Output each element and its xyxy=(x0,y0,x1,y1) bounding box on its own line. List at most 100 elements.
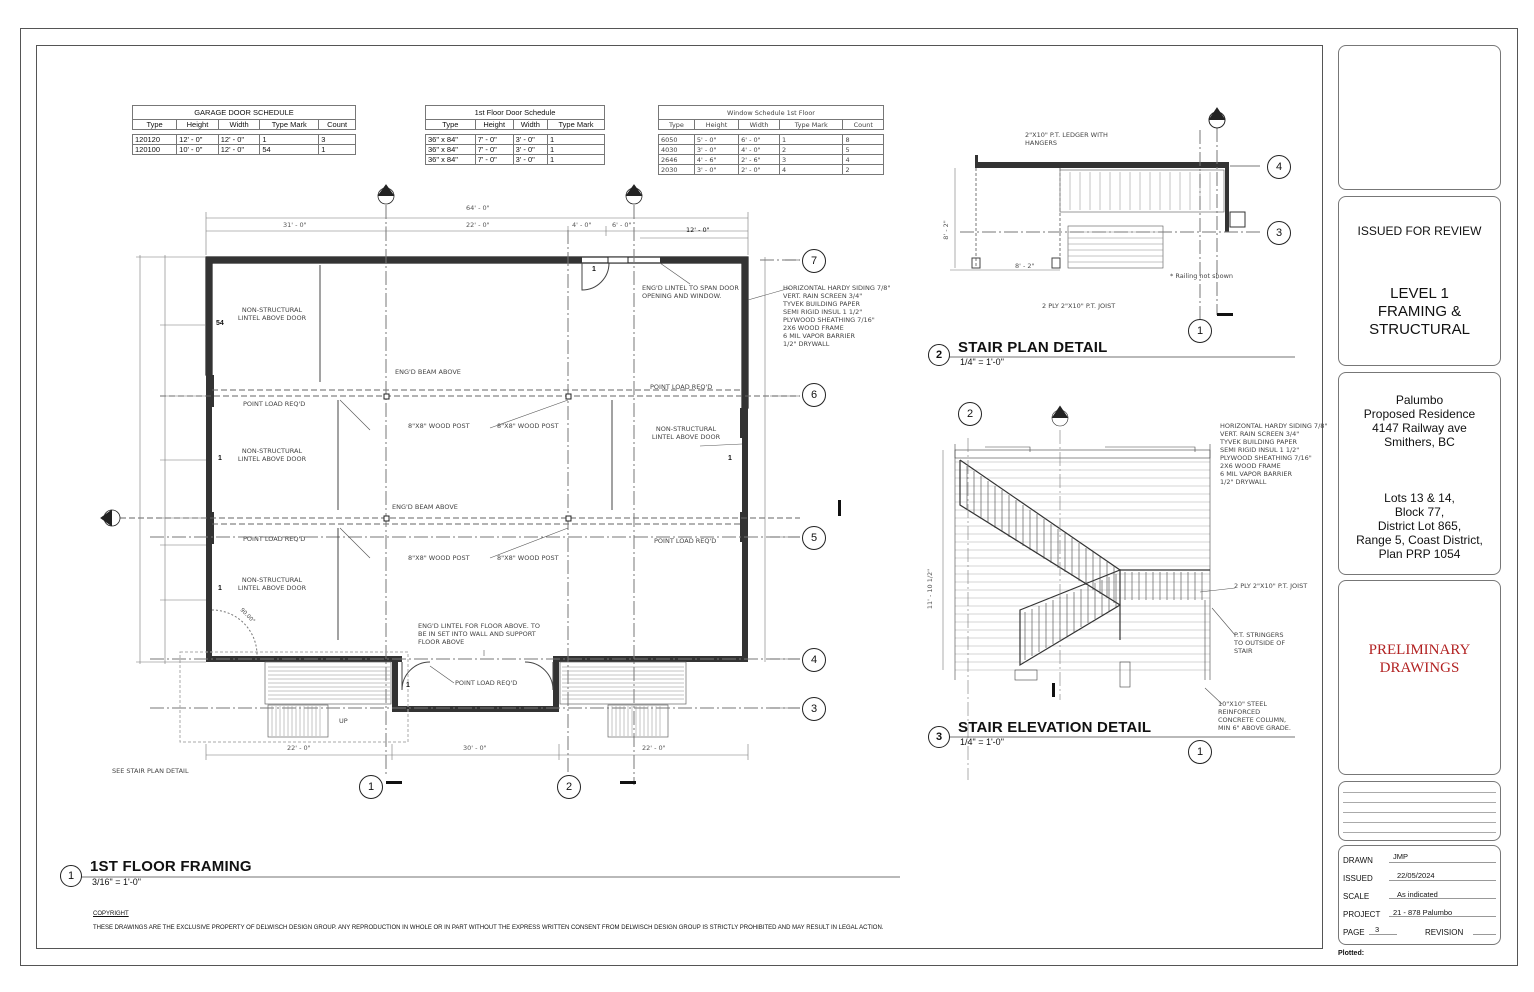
wall-layer: 1/2" DRYWALL xyxy=(1220,478,1267,486)
deck-outline xyxy=(179,651,409,743)
door-swing xyxy=(581,262,610,291)
entry-wall-left xyxy=(392,656,398,712)
door-mark: 1 xyxy=(218,585,222,592)
post xyxy=(565,393,572,400)
preliminary-stamp: PRELIMINARY DRAWINGS xyxy=(1339,641,1500,677)
value-page: 3 xyxy=(1375,925,1380,934)
exterior-wall-top-left xyxy=(206,257,582,263)
value-scale: As indicated xyxy=(1397,890,1438,899)
stamp-line: PRELIMINARY xyxy=(1368,642,1471,658)
wall-layer: SEMI RIGID INSUL 1 1/2" xyxy=(1220,446,1300,454)
grid-bubble-7: 7 xyxy=(802,249,826,273)
wall-jamb xyxy=(740,512,746,542)
view-number-1: 1 xyxy=(60,865,82,887)
stair-plan-detail xyxy=(950,107,1260,320)
client-line: 4147 Railway ave xyxy=(1372,421,1467,435)
value-issued: 22/05/2024 xyxy=(1397,871,1435,880)
note-eng-lintel: ENG'D LINTEL TO SPAN DOOR OPENING AND WI… xyxy=(642,284,739,300)
note-ledger: 2"X10" P.T. LEDGER WITH HANGERS xyxy=(1025,131,1108,147)
title-block-revisions xyxy=(1338,781,1501,841)
table-cell: 3' - 0" xyxy=(693,164,740,175)
note-post: 8"X8" WOOD POST xyxy=(408,554,470,562)
note-point-load: POINT LOAD REQ'D xyxy=(654,537,717,545)
wall-layer: PLYWOOD SHEATHING 7/16" xyxy=(783,316,875,324)
dim-label: 22' - 0" xyxy=(287,744,311,752)
client-info: Palumbo Proposed Residence 4147 Railway … xyxy=(1339,393,1500,449)
sheet-border xyxy=(20,28,1518,966)
note-joist: 2 PLY 2"X10" P.T. JOIST xyxy=(1234,582,1308,590)
dim-label: 11' - 10 1/2" xyxy=(926,568,935,610)
door-mark: 1 xyxy=(406,682,410,689)
title-block-stamp: PRELIMINARY DRAWINGS xyxy=(1338,580,1501,775)
exterior-wall-left xyxy=(206,257,212,662)
grid-bubble-1: 1 xyxy=(359,775,383,799)
note-point-load: POINT LOAD REQ'D xyxy=(243,535,306,543)
entry-wall-right xyxy=(553,656,559,712)
sheet-title: LEVEL 1 FRAMING & STRUCTURAL xyxy=(1339,285,1500,339)
view-title-stair-elevation: STAIR ELEVATION DETAIL xyxy=(958,719,1152,736)
value-project: 21 - 878 Palumbo xyxy=(1393,908,1453,917)
sheet-title-line: FRAMING & xyxy=(1377,303,1462,320)
view-number-3: 3 xyxy=(928,726,950,748)
note-beam: ENG'D BEAM ABOVE xyxy=(395,368,461,376)
title-block-project: Palumbo Proposed Residence 4147 Railway … xyxy=(1338,372,1501,575)
door-mark: 1 xyxy=(728,455,732,462)
note-beam: ENG'D BEAM ABOVE xyxy=(392,503,458,511)
section-arrow xyxy=(377,184,395,197)
dim-label: 8' - 2" xyxy=(941,220,950,240)
grid-bubble-4: 4 xyxy=(1267,155,1291,179)
grid-bubble-6: 6 xyxy=(802,383,826,407)
dim-label: 8' - 2" xyxy=(1015,262,1035,270)
door-mark: 54 xyxy=(216,320,224,327)
table-cell: 1 xyxy=(318,144,356,155)
status-text: ISSUED FOR REVIEW xyxy=(1357,224,1482,238)
wall-layer: 2X6 WOOD FRAME xyxy=(1220,462,1281,470)
copyright-text: THESE DRAWINGS ARE THE EXCLUSIVE PROPERT… xyxy=(93,925,884,931)
note-point-load: POINT LOAD REQ'D xyxy=(243,400,306,408)
view-title-stair-plan: STAIR PLAN DETAIL xyxy=(958,339,1108,356)
legal-line: Plan PRP 1054 xyxy=(1378,547,1461,561)
wall-layer: HORIZONTAL HARDY SIDING 7/8" xyxy=(783,284,891,292)
table-cell: 4 xyxy=(779,164,844,175)
stair-lines xyxy=(268,666,390,700)
wall-jamb xyxy=(210,512,214,544)
wall-layer: HORIZONTAL HARDY SIDING 7/8" xyxy=(1220,422,1328,430)
grid-bubble-2: 2 xyxy=(557,775,581,799)
entry-wall-bottom xyxy=(392,706,559,712)
note-wall-assembly-elevation: HORIZONTAL HARDY SIDING 7/8" VERT. RAIN … xyxy=(1220,422,1338,486)
note-lintel: NON-STRUCTURAL LINTEL ABOVE DOOR xyxy=(651,425,721,441)
label-project: PROJECT xyxy=(1343,910,1381,919)
note-post: 8"X8" WOOD POST xyxy=(408,422,470,430)
stair-treads xyxy=(264,661,687,738)
note-eng-lintel-floor: ENG'D LINTEL FOR FLOOR ABOVE. TO BE IN S… xyxy=(418,622,540,646)
dim-label: 31' - 0" xyxy=(283,221,307,229)
note-lintel: NON-STRUCTURAL LINTEL ABOVE DOOR xyxy=(237,306,307,322)
legal-description: Lots 13 & 14, Block 77, District Lot 865… xyxy=(1339,491,1500,561)
table-cell: 120100 xyxy=(131,144,178,155)
view-scale-stair-elevation: 1/4" = 1'-0" xyxy=(960,737,1004,747)
title-block-sheet-title: ISSUED FOR REVIEW LEVEL 1 FRAMING & STRU… xyxy=(1338,196,1501,366)
dim-label: 12' - 0" xyxy=(686,226,710,234)
note-post: 8"X8" WOOD POST xyxy=(497,554,559,562)
table-cell: 1 xyxy=(547,154,605,165)
copyright-title: COPYRIGHT xyxy=(93,911,129,917)
wall-layer: 6 MIL VAPOR BARRIER xyxy=(783,332,855,340)
exterior-wall-top-right xyxy=(660,257,748,263)
stair-elevation-detail xyxy=(942,405,1236,780)
wall-layer: 1/2" DRYWALL xyxy=(783,340,830,348)
table-row: 2030 3' - 0" 2' - 0" 4 2 xyxy=(658,164,884,175)
window-schedule: Window Schedule 1st Floor Type Height Wi… xyxy=(658,105,884,175)
radius-arc xyxy=(211,609,258,656)
dim-label: 30' - 0" xyxy=(463,744,487,752)
view-scale-plan: 3/16" = 1'-0" xyxy=(92,877,141,887)
grid-bubble-5: 5 xyxy=(802,526,826,550)
drawing-area-border xyxy=(36,45,1323,949)
legal-line: District Lot 865, xyxy=(1377,519,1462,533)
post xyxy=(383,515,390,522)
sheet-title-line: LEVEL 1 xyxy=(1390,285,1449,302)
note-stringers: P.T. STRINGERS TO OUTSIDE OF STAIR xyxy=(1234,631,1286,655)
stair-lines xyxy=(611,706,661,736)
table-cell: 54 xyxy=(259,144,320,155)
label-scale: SCALE xyxy=(1343,892,1370,901)
